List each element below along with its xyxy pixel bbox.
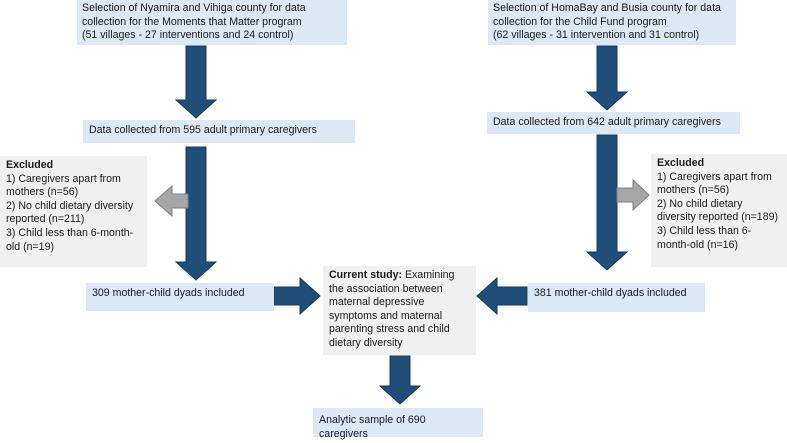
current-study-box: Current study: Examining the association…	[323, 266, 476, 355]
left-excluded-list: 1) Caregivers apart from mothers (n=56) …	[6, 172, 134, 253]
left-collected-box: Data collected from 595 adult primary ca…	[83, 120, 355, 143]
left-excluded-title: Excluded	[6, 159, 54, 171]
current-study-label: Current study:	[329, 269, 402, 281]
arrow-left-down-1	[174, 45, 218, 119]
arrow-left-excluded	[154, 184, 189, 218]
right-excluded-box: Excluded 1) Caregivers apart from mother…	[651, 154, 787, 267]
right-included-box: 381 mother-child dyads included	[528, 283, 705, 312]
current-study-text: Examining the association between matern…	[329, 269, 455, 349]
final-sample-box: Analytic sample of 690 caregivers	[313, 408, 483, 440]
right-selection-box: Selection of HomaBay and Busia county fo…	[488, 0, 736, 45]
arrow-right-down-1	[585, 45, 629, 111]
arrow-left-to-study	[273, 276, 321, 316]
arrow-study-to-final	[378, 355, 422, 405]
left-included-box: 309 mother-child dyads included	[86, 283, 274, 311]
arrow-right-excluded	[616, 178, 650, 212]
left-excluded-box: Excluded 1) Caregivers apart from mother…	[0, 156, 147, 267]
right-excluded-title: Excluded	[657, 157, 705, 169]
left-selection-box: Selection of Nyamira and Vihiga county f…	[77, 0, 347, 45]
right-collected-box: Data collected from 642 adult primary ca…	[487, 112, 740, 134]
arrow-left-down-2	[174, 146, 218, 281]
arrow-right-to-study	[476, 276, 528, 316]
right-excluded-list: 1) Caregivers apart from mothers (n=56) …	[657, 170, 779, 251]
arrow-right-down-2	[585, 134, 629, 271]
